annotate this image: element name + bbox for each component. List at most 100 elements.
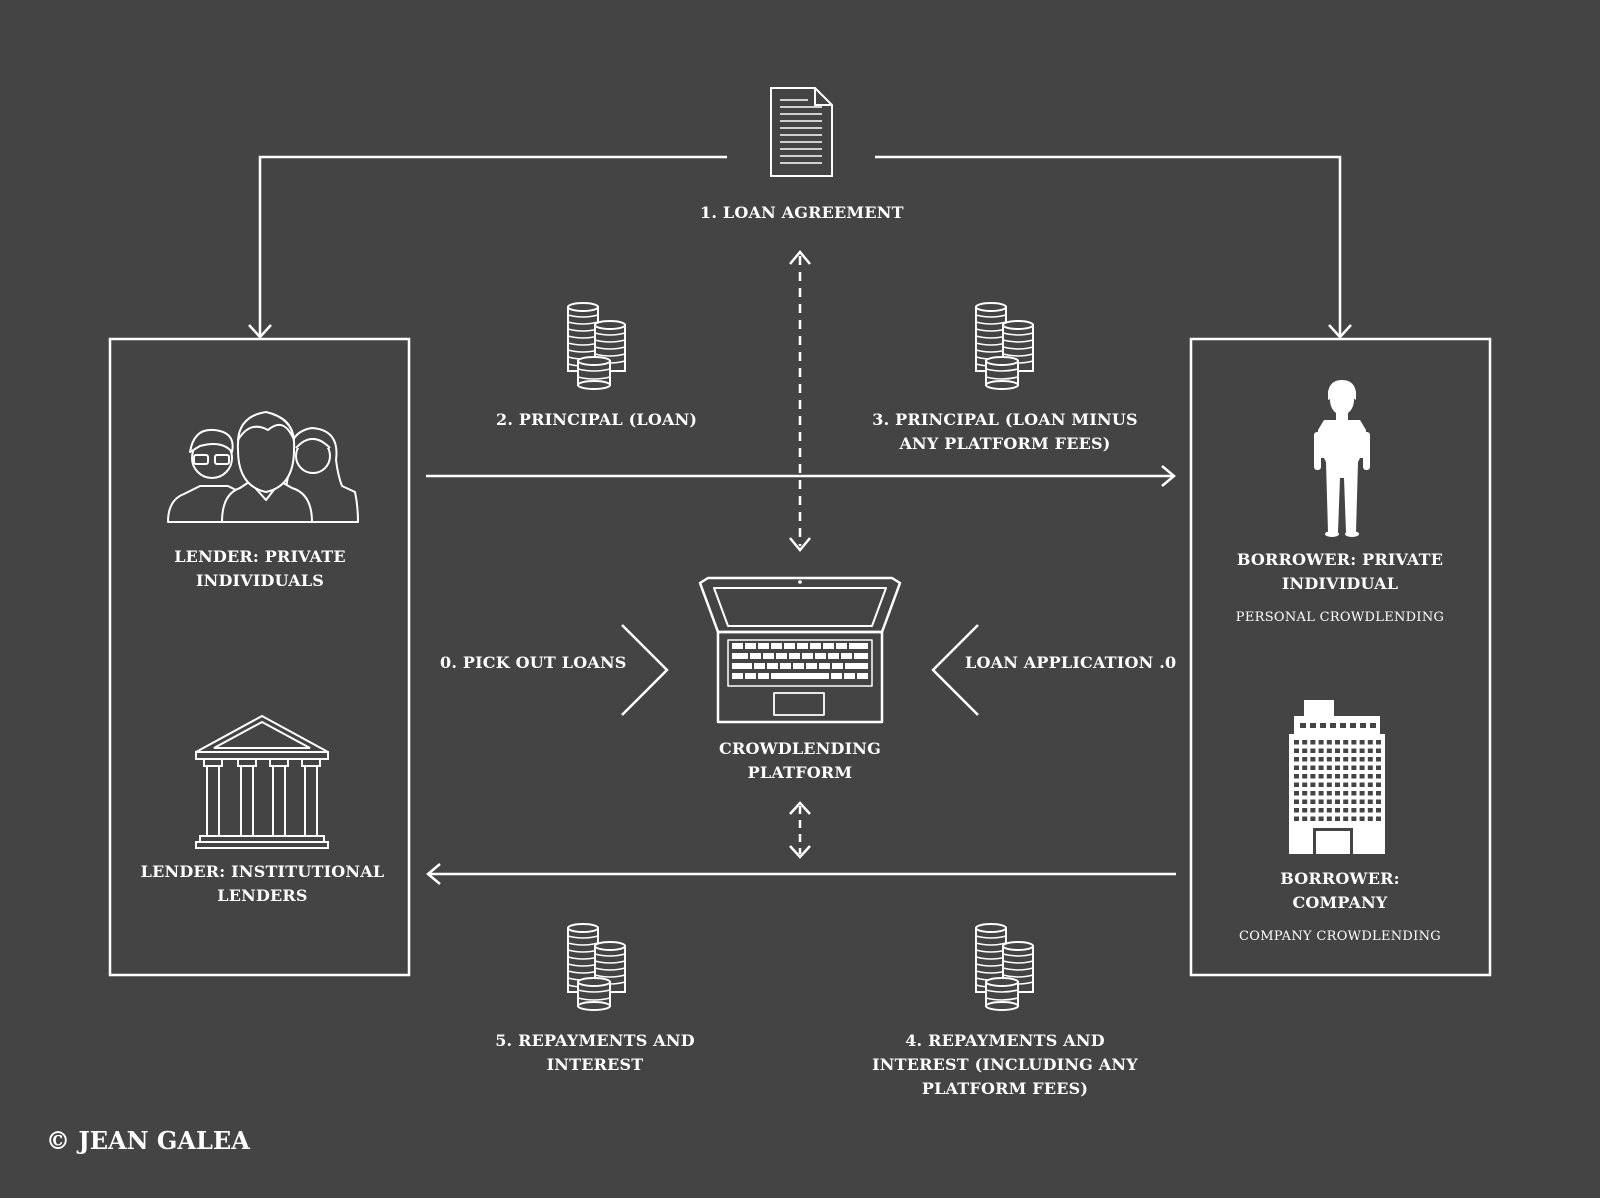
building-window: [1343, 791, 1349, 796]
building-window: [1294, 765, 1299, 770]
building-window: [1376, 816, 1381, 821]
lender-private-line-2: INDIVIDUALS: [195, 571, 325, 590]
building-window: [1359, 799, 1365, 804]
repayment-arrowhead: [426, 863, 441, 885]
building-window: [1351, 799, 1357, 804]
building-window: [1351, 740, 1357, 745]
building-window: [1343, 748, 1349, 753]
building-window: [1343, 774, 1349, 779]
building-window: [1294, 782, 1299, 787]
people-group-icon: [167, 411, 359, 523]
borrower-private-label: BORROWER: PRIVATE INDIVIDUAL PERSONAL CR…: [1220, 548, 1460, 630]
building-window: [1310, 765, 1316, 770]
building-window: [1367, 748, 1373, 753]
coin-stack-icon: [567, 923, 626, 1011]
building-window: [1302, 816, 1308, 821]
building-window: [1376, 774, 1381, 779]
building-window: [1367, 740, 1373, 745]
coin-stack-icon: [975, 923, 1034, 1011]
company-crowdlending-label: COMPANY CROWDLENDING: [1239, 929, 1441, 944]
building-window: [1351, 748, 1357, 753]
lender-box: [108, 337, 411, 977]
laptop-icon: [698, 576, 902, 724]
personal-crowdlending-label: PERSONAL CROWDLENDING: [1235, 610, 1445, 625]
building-window: [1318, 740, 1324, 745]
building-window: [1351, 774, 1357, 779]
agreement-dashed-arrowhead-down: [789, 537, 811, 552]
building-window: [1294, 799, 1299, 804]
building-window: [1351, 757, 1357, 762]
pick-out-loans-label: 0. PICK OUT LOANS: [440, 653, 627, 672]
coin-stack-icon: [975, 302, 1034, 390]
building-window: [1302, 774, 1308, 779]
building-window: [1335, 774, 1340, 779]
building-window: [1359, 782, 1365, 787]
building-window: [1376, 740, 1381, 745]
repayments-fees-line-3: PLATFORM FEES): [921, 1079, 1089, 1098]
building-window: [1359, 757, 1365, 762]
document-icon: [770, 87, 833, 177]
building-window: [1318, 816, 1324, 821]
building-window: [1294, 740, 1299, 745]
bank-building-icon: [195, 714, 329, 849]
building-window: [1351, 808, 1357, 813]
building-window: [1335, 799, 1340, 804]
application-chevron: [931, 624, 979, 716]
borrower-private-line-2: INDIVIDUAL: [1281, 574, 1399, 593]
building-window: [1302, 782, 1308, 787]
building-window: [1326, 757, 1332, 762]
building-window: [1294, 808, 1299, 813]
building-window: [1376, 808, 1381, 813]
platform-line-1: CROWDLENDING: [719, 739, 881, 758]
repayments-line-2: INTEREST: [546, 1055, 644, 1074]
building-window: [1326, 799, 1332, 804]
building-window: [1367, 808, 1373, 813]
principal-minus-fees-line-1: 3. PRINCIPAL (LOAN MINUS: [872, 410, 1138, 429]
building-window: [1343, 808, 1349, 813]
building-window: [1326, 748, 1332, 753]
building-window: [1310, 791, 1316, 796]
principal-loan-label: 2. PRINCIPAL (LOAN): [496, 410, 698, 429]
building-window: [1351, 816, 1357, 821]
principal-minus-fees-line-2: ANY PLATFORM FEES): [899, 434, 1111, 453]
building-window: [1376, 799, 1381, 804]
building-window: [1326, 808, 1332, 813]
building-window: [1318, 791, 1324, 796]
building-window: [1335, 791, 1340, 796]
lender-private-line-1: LENDER: PRIVATE: [174, 547, 346, 566]
building-window: [1302, 740, 1308, 745]
pick-out-chevron: [621, 624, 669, 716]
building-window: [1335, 765, 1340, 770]
building-window: [1294, 774, 1299, 779]
building-window: [1294, 816, 1299, 821]
platform-line-2: PLATFORM: [747, 763, 853, 782]
building-window: [1294, 757, 1299, 762]
repayments-label: 5. REPAYMENTS AND INTEREST: [480, 1029, 710, 1077]
building-window: [1367, 782, 1373, 787]
borrower-box: [1189, 337, 1492, 977]
building-window: [1326, 782, 1332, 787]
building-window: [1376, 765, 1381, 770]
building-window: [1359, 774, 1365, 779]
building-window: [1359, 765, 1365, 770]
repayments-line-1: 5. REPAYMENTS AND: [495, 1031, 695, 1050]
repayments-fees-label: 4. REPAYMENTS AND INTEREST (INCLUDING AN…: [870, 1029, 1140, 1101]
agreement-line-right: [875, 155, 1342, 336]
building-window: [1310, 740, 1316, 745]
lender-institutional-line-2: LENDERS: [217, 886, 308, 905]
building-window: [1310, 748, 1316, 753]
building-window: [1326, 774, 1332, 779]
building-window: [1310, 757, 1316, 762]
office-building-icon: [1289, 700, 1385, 854]
building-window: [1343, 740, 1349, 745]
building-window: [1318, 808, 1324, 813]
principal-arrowhead: [1161, 465, 1176, 487]
agreement-dashed-arrowhead-up: [789, 250, 811, 265]
copyright-notice: © JEAN GALEA: [46, 1126, 250, 1155]
coin-stack-icon: [567, 302, 626, 390]
building-window: [1335, 748, 1340, 753]
building-window: [1343, 782, 1349, 787]
building-window: [1326, 791, 1332, 796]
building-window: [1326, 740, 1332, 745]
building-window: [1310, 799, 1316, 804]
